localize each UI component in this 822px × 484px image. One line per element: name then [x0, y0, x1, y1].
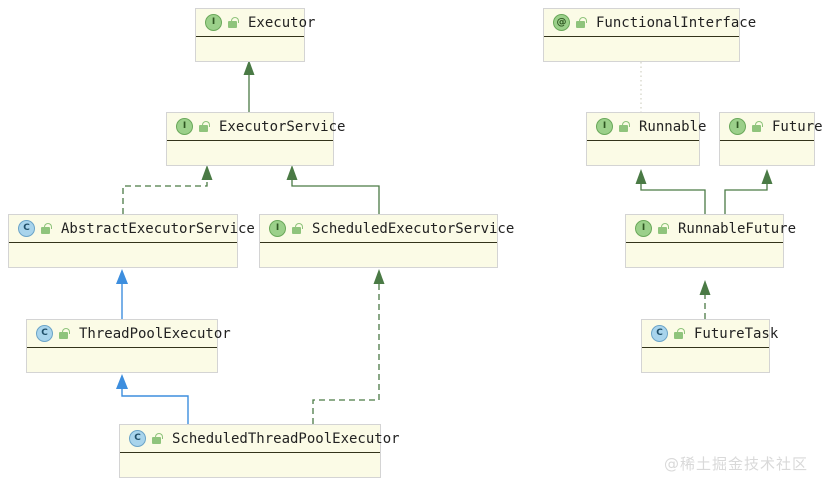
uml-node-title-row: I Future	[720, 113, 822, 141]
uml-node-title-row: I Runnable	[587, 113, 706, 141]
uml-node-members	[167, 141, 333, 166]
uml-node-title-row: I RunnableFuture	[626, 215, 796, 243]
lock-icon	[152, 432, 163, 445]
edge-runnable-future-to-runnable[interactable]	[635, 169, 706, 214]
lock-icon	[658, 222, 669, 235]
interface-icon: I	[729, 118, 746, 135]
uml-node-title-row: C FutureTask	[642, 320, 778, 348]
uml-node-scheduled-thread-pool-executor[interactable]: C ScheduledThreadPoolExecutor	[119, 424, 400, 478]
uml-node-members	[587, 141, 699, 166]
uml-node-label: RunnableFuture	[678, 220, 797, 237]
uml-node-executor[interactable]: I Executor	[195, 8, 315, 62]
interface-icon: I	[269, 220, 286, 237]
uml-node-executor-service[interactable]: I ExecutorService	[166, 112, 345, 166]
class-icon: C	[651, 325, 668, 342]
uml-node-label: AbstractExecutorService	[61, 220, 255, 237]
interface-icon: I	[176, 118, 193, 135]
uml-node-members	[196, 37, 304, 62]
interface-icon: I	[205, 14, 222, 31]
uml-node-runnable[interactable]: I Runnable	[586, 112, 706, 166]
uml-node-title-row: I ScheduledExecutorService	[260, 215, 514, 243]
uml-node-label: FutureTask	[694, 325, 779, 342]
uml-node-thread-pool-executor[interactable]: C ThreadPoolExecutor	[26, 319, 231, 373]
uml-node-future[interactable]: I Future	[719, 112, 822, 166]
annotation-icon: @	[553, 14, 570, 31]
uml-node-label: ExecutorService	[219, 118, 346, 135]
uml-node-label: ScheduledThreadPoolExecutor	[172, 430, 400, 447]
edge-scheduled-executor-service-to-executor-service[interactable]	[286, 165, 380, 214]
uml-node-future-task[interactable]: C FutureTask	[641, 319, 778, 373]
edge-scheduled-thread-pool-executor-to-scheduled-executor-service[interactable]	[312, 269, 385, 424]
uml-node-members	[720, 141, 814, 166]
uml-node-members	[626, 243, 783, 268]
interface-icon: I	[635, 220, 652, 237]
uml-node-members	[9, 243, 237, 268]
class-icon: C	[129, 430, 146, 447]
uml-node-runnable-future[interactable]: I RunnableFuture	[625, 214, 796, 268]
uml-node-label: Executor	[248, 14, 316, 31]
lock-icon	[674, 327, 685, 340]
edge-thread-pool-executor-to-abstract-executor-service[interactable]	[116, 269, 128, 319]
uml-node-label: ThreadPoolExecutor	[79, 325, 231, 342]
edge-future-task-to-runnable-future[interactable]	[699, 280, 711, 319]
uml-node-title-row: C ScheduledThreadPoolExecutor	[120, 425, 400, 453]
uml-node-members	[260, 243, 497, 268]
uml-node-title-row: @ FunctionalInterface	[544, 9, 756, 37]
class-icon: C	[18, 220, 35, 237]
edge-runnable-future-to-future[interactable]	[724, 169, 773, 214]
uml-node-members	[544, 37, 739, 62]
lock-icon	[199, 120, 210, 133]
watermark: @稀土掘金技术社区	[663, 455, 808, 473]
uml-node-label: Runnable	[639, 118, 707, 135]
uml-node-label: ScheduledExecutorService	[312, 220, 515, 237]
uml-node-functional-interface[interactable]: @ FunctionalInterface	[543, 8, 756, 62]
uml-node-scheduled-executor-service[interactable]: I ScheduledExecutorService	[259, 214, 514, 268]
lock-icon	[41, 222, 52, 235]
class-icon: C	[36, 325, 53, 342]
edge-executor-service-to-executor[interactable]	[243, 60, 255, 112]
uml-node-members	[642, 348, 769, 373]
uml-node-label: Future	[772, 118, 822, 135]
uml-node-label: FunctionalInterface	[596, 14, 757, 31]
lock-icon	[576, 16, 587, 29]
edge-scheduled-thread-pool-executor-to-thread-pool-executor[interactable]	[116, 374, 189, 424]
lock-icon	[752, 120, 763, 133]
edge-abstract-executor-service-to-executor-service[interactable]	[122, 165, 213, 214]
uml-node-title-row: I Executor	[196, 9, 315, 37]
uml-node-members	[27, 348, 217, 373]
interface-icon: I	[596, 118, 613, 135]
lock-icon	[228, 16, 239, 29]
lock-icon	[619, 120, 630, 133]
uml-node-title-row: I ExecutorService	[167, 113, 345, 141]
lock-icon	[292, 222, 303, 235]
uml-node-title-row: C ThreadPoolExecutor	[27, 320, 231, 348]
uml-node-title-row: C AbstractExecutorService	[9, 215, 255, 243]
uml-node-abstract-executor-service[interactable]: C AbstractExecutorService	[8, 214, 255, 268]
uml-node-members	[120, 453, 380, 478]
lock-icon	[59, 327, 70, 340]
